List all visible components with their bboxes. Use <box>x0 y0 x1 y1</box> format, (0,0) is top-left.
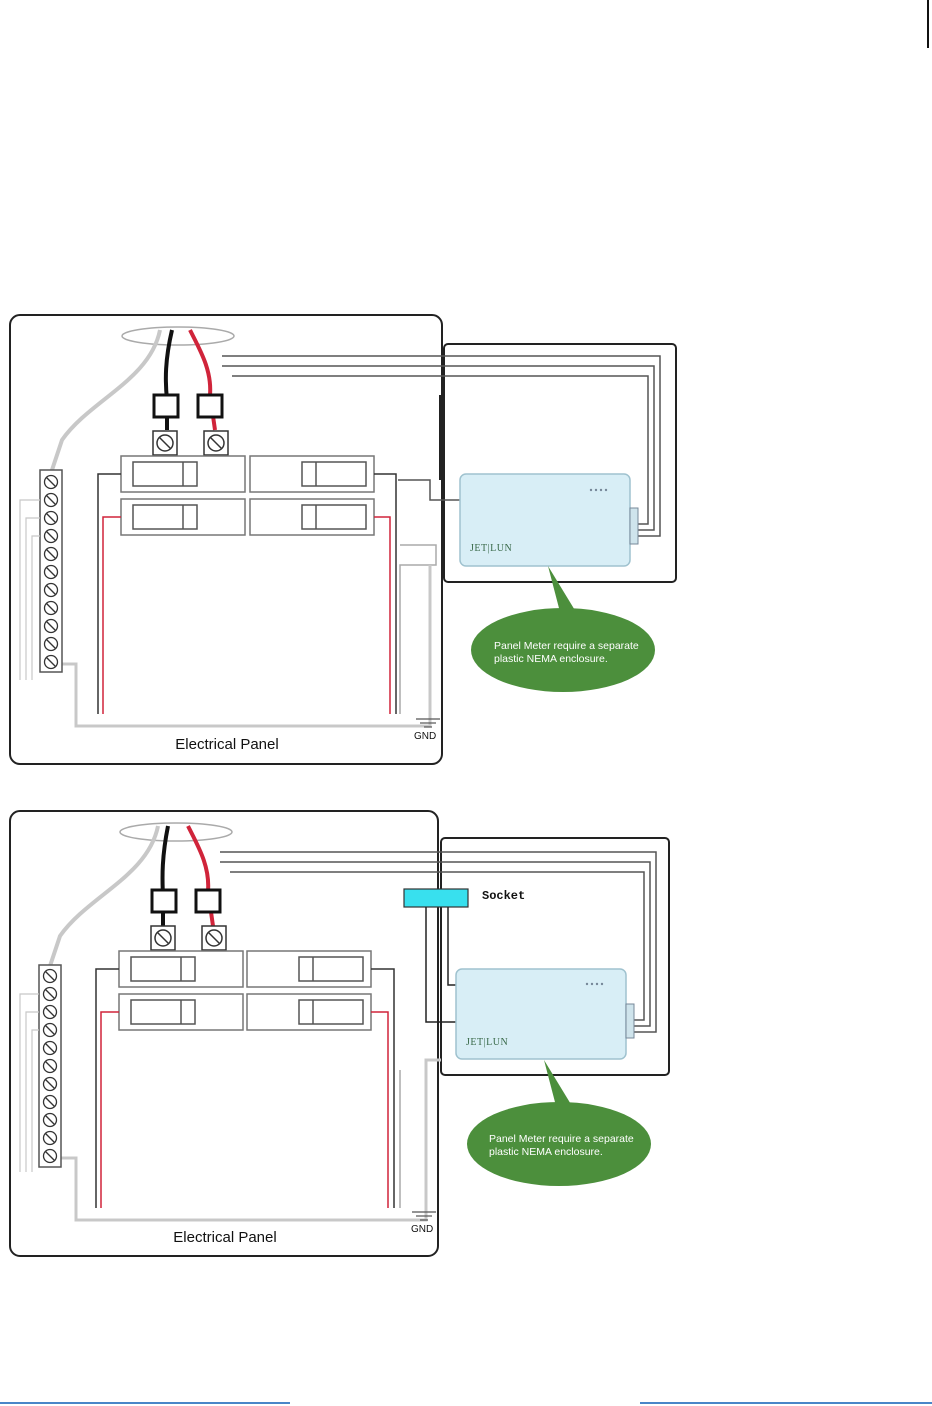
callout-line-2: plastic NEMA enclosure. <box>494 653 608 665</box>
main-lug-black <box>151 926 175 950</box>
gnd-label: GND <box>414 731 436 742</box>
ct-clamp-red <box>198 395 222 417</box>
main-lug-black <box>153 431 177 455</box>
panel-label: Electrical Panel <box>173 1229 276 1246</box>
enclosure-callout: Panel Meter require a separate plastic N… <box>471 566 655 692</box>
panel-meter: JET|LUN <box>456 969 634 1059</box>
diagram-1: GND Electrical Panel JET|LUN Panel Meter… <box>10 315 676 764</box>
meter-brand-logo: JET|LUN <box>466 1037 508 1048</box>
panel-meter: JET|LUN <box>460 474 638 566</box>
ct-clamp-red <box>196 890 220 912</box>
diagram-2: Socket GND E <box>10 811 669 1256</box>
callout-line-1: Panel Meter require a separate <box>489 1133 634 1145</box>
electrical-panel-enclosure <box>10 811 438 1256</box>
socket <box>404 889 468 907</box>
main-lug-red <box>202 926 226 950</box>
socket-label: Socket <box>482 889 525 903</box>
callout-line-2: plastic NEMA enclosure. <box>489 1146 603 1158</box>
enclosure-callout: Panel Meter require a separate plastic N… <box>467 1060 651 1186</box>
callout-line-1: Panel Meter require a separate <box>494 640 639 652</box>
gnd-label: GND <box>411 1224 433 1235</box>
meter-brand-logo: JET|LUN <box>470 543 512 554</box>
ct-clamp-black <box>152 890 176 912</box>
ct-clamp-black <box>154 395 178 417</box>
main-lug-red <box>204 431 228 455</box>
panel-label: Electrical Panel <box>175 736 278 753</box>
